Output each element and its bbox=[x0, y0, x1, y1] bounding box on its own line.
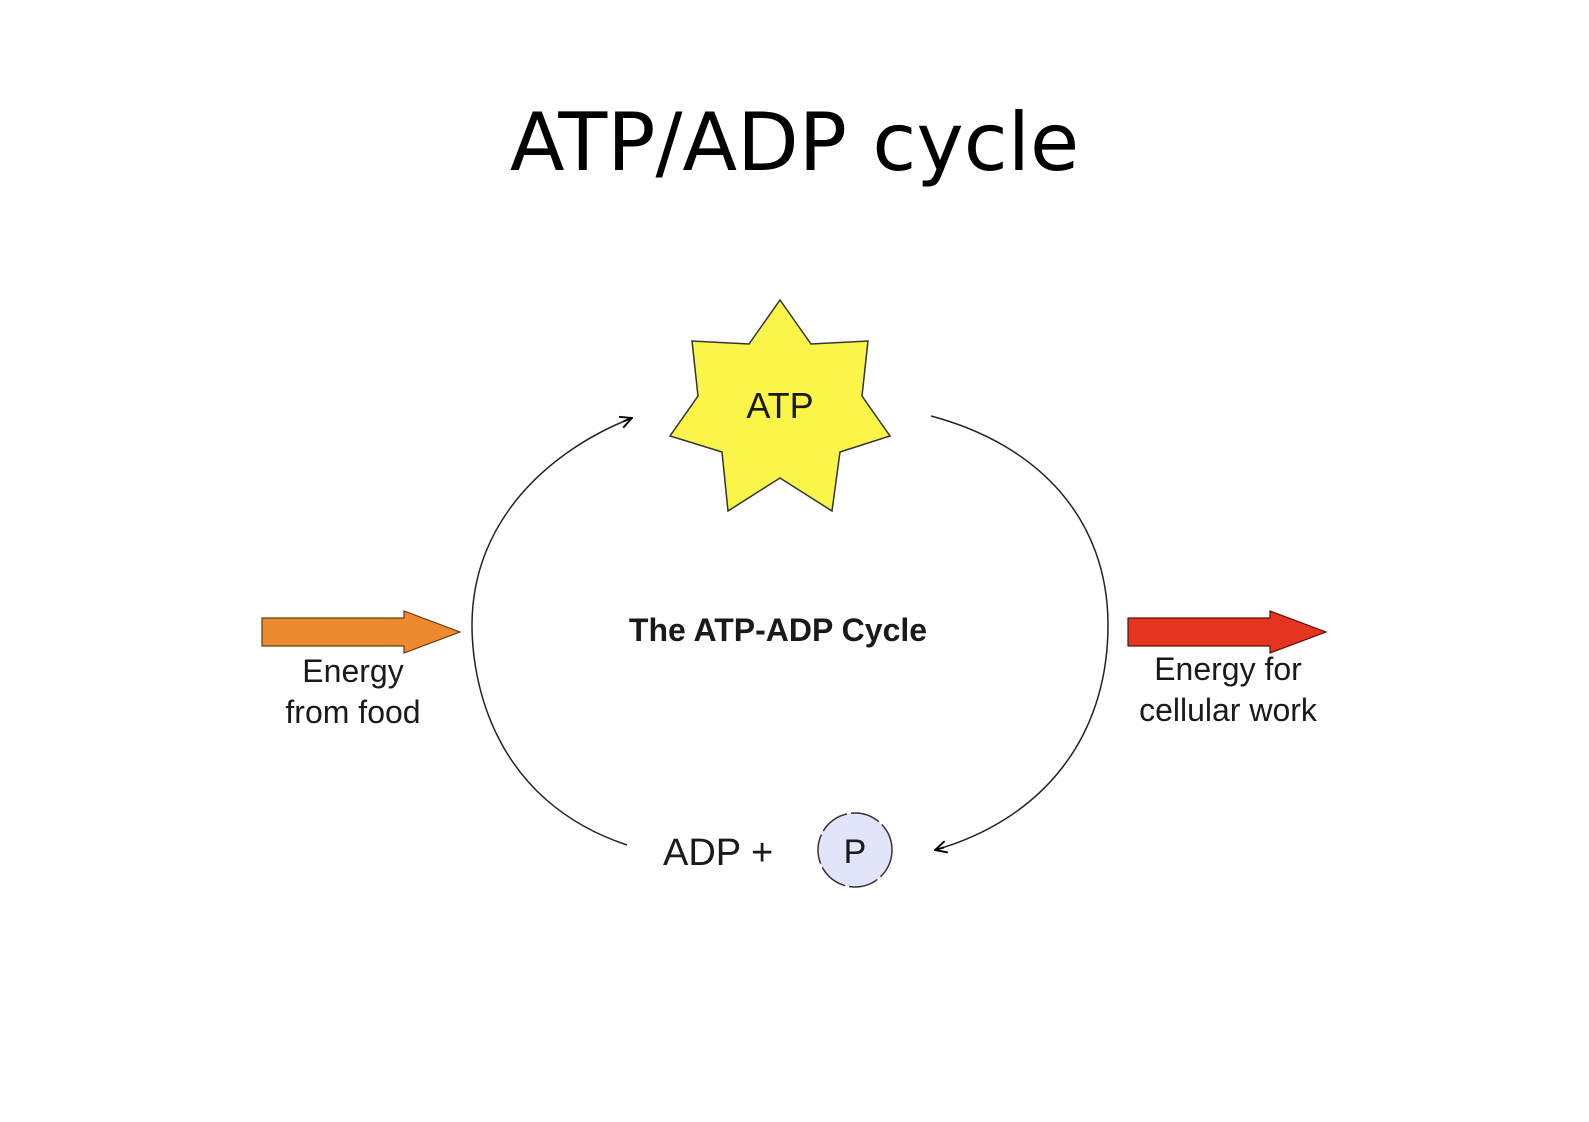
input-arrow-shape bbox=[261, 610, 462, 654]
energy-output-arrow bbox=[1127, 610, 1328, 654]
slide-title: ATP/ADP cycle bbox=[509, 96, 1080, 189]
energy-output-label-line1: Energy for bbox=[1154, 651, 1302, 687]
atp-star-shape bbox=[668, 298, 892, 513]
energy-input-arrow bbox=[261, 610, 462, 654]
cycle-center-title: The ATP-ADP Cycle bbox=[629, 612, 927, 648]
energy-output-label-line2: cellular work bbox=[1139, 692, 1318, 728]
energy-input-label-line2: from food bbox=[285, 694, 420, 730]
atp-label: ATP bbox=[746, 385, 813, 426]
phosphate-group: P bbox=[817, 812, 893, 888]
adp-label: ADP + bbox=[663, 832, 773, 874]
cycle-arc-left bbox=[471, 418, 632, 846]
phosphate-label: P bbox=[844, 833, 867, 871]
cycle-arc-right bbox=[930, 415, 1109, 850]
phosphate-circle bbox=[817, 812, 893, 888]
output-arrow-shape bbox=[1127, 610, 1328, 654]
atp-star: ATP bbox=[668, 298, 892, 513]
energy-input-label-line1: Energy bbox=[302, 653, 403, 689]
